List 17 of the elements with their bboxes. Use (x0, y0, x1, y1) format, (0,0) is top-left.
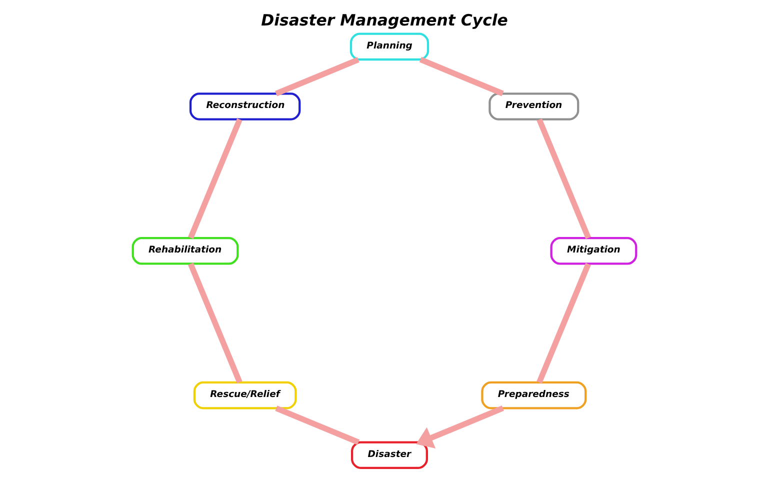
node-box: Rescue/Relief (192, 381, 296, 410)
node-box: Disaster (350, 441, 428, 470)
connector (274, 56, 359, 96)
node-box: Planning (349, 32, 429, 61)
node-box: Rehabilitation (131, 237, 238, 265)
connector (418, 56, 504, 96)
connector (187, 262, 242, 384)
connector (274, 406, 360, 445)
connector (188, 118, 242, 239)
node-box: Prevention (488, 92, 579, 120)
connector (536, 262, 590, 384)
node-box: Preparedness (480, 381, 586, 410)
arrow (416, 406, 504, 448)
node-box: Mitigation (550, 237, 637, 265)
node-box: Reconstruction (188, 92, 300, 120)
connector (536, 118, 590, 240)
diagram-title: Disaster Management Cycle (260, 10, 508, 30)
